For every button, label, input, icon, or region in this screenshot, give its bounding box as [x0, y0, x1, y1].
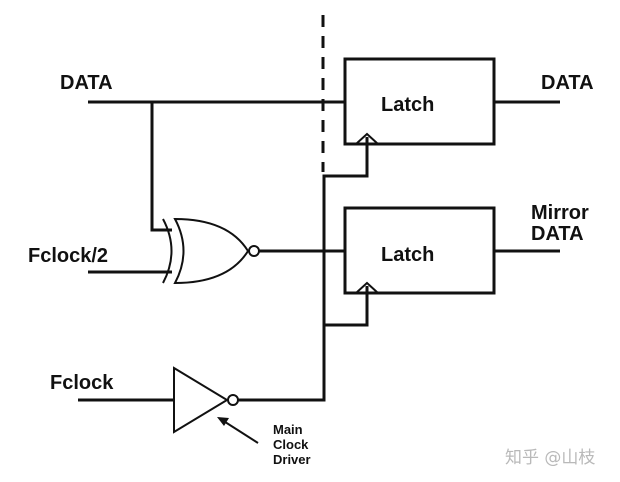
annotation-label-line2: Clock: [273, 437, 309, 452]
data-input-label: DATA: [60, 72, 113, 94]
latch-top-clock-triangle: [355, 132, 379, 145]
latch-top-label: Latch: [381, 94, 434, 116]
clock-branch-bottom-wire: [324, 286, 369, 327]
fclock-half-label: Fclock/2: [28, 245, 108, 267]
xnor-output-bubble: [248, 245, 260, 257]
xnor-gate-back-arc: [162, 218, 173, 284]
annotation-arrow-head: [217, 417, 229, 426]
watermark: 知乎 @山枝: [505, 448, 595, 468]
annotation-arrow-shaft: [221, 419, 259, 444]
latch-bottom-clock-triangle: [355, 281, 379, 294]
inverter-output-bubble: [227, 394, 239, 406]
annotation-label-line1: Main: [273, 422, 303, 437]
data-branch-wire: [150, 102, 172, 232]
latch-bottom-label: Latch: [381, 244, 434, 266]
clock-trunk-wire: [238, 137, 369, 402]
data-output-label: DATA: [541, 72, 594, 94]
inverter-triangle: [173, 366, 229, 434]
mirror-output-label-line1: Mirror: [531, 202, 589, 224]
mirror-output-label-line2: DATA: [531, 223, 584, 245]
annotation-label-line3: Driver: [273, 452, 311, 467]
xnor-gate-body: [173, 217, 250, 285]
fclock-label: Fclock: [50, 372, 114, 394]
